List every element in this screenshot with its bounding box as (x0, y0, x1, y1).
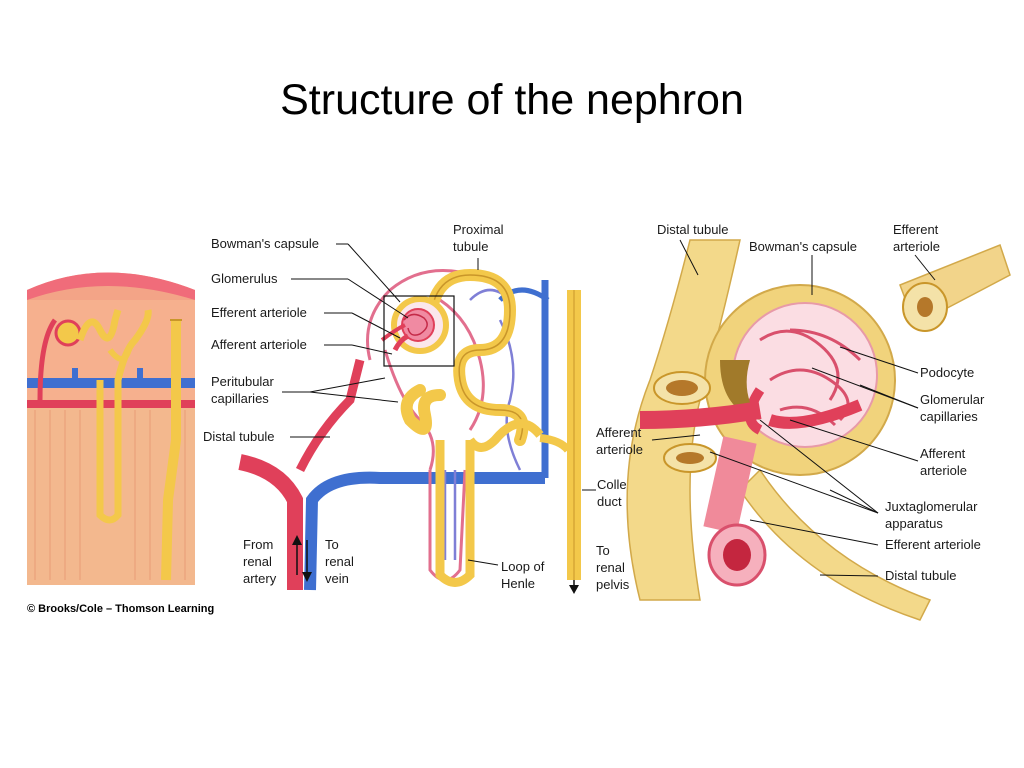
label-bowmans-capsule: Bowman's capsule (211, 236, 319, 251)
label-proximal-line1: Proximal (453, 222, 504, 237)
detail-labels: Distal tubule Bowman's capsule Efferent … (596, 222, 985, 583)
label-detail-glomerular-line2: capillaries (920, 409, 978, 424)
detail-leader-lines (651, 239, 936, 577)
middle-leader-lines (282, 243, 596, 566)
label-to-vein-line3: vein (325, 571, 349, 586)
label-collecting-line2: duct (597, 494, 622, 509)
label-detail-bowmans-capsule: Bowman's capsule (749, 239, 857, 254)
label-detail-afferent-left-line2: arteriole (596, 442, 643, 457)
label-to-vein-line1: To (325, 537, 339, 552)
label-detail-juxta-line2: apparatus (885, 516, 943, 531)
label-detail-efferent-top-line2: arteriole (893, 239, 940, 254)
nephron-illustration (238, 268, 581, 594)
label-detail-distal-tubule-top: Distal tubule (657, 222, 729, 237)
label-to-vein-line2: renal (325, 554, 354, 569)
glomerulus-detail-illustration (626, 239, 1011, 621)
middle-labels: Bowman's capsule Glomerulus Efferent art… (203, 222, 654, 592)
label-pelvis-line1: To (596, 543, 610, 558)
label-proximal-line2: tubule (453, 239, 488, 254)
label-peritubular-line1: Peritubular (211, 374, 275, 389)
credit-text: © Brooks/Cole – Thomson Learning (27, 603, 214, 615)
label-detail-afferent-right-line1: Afferent (920, 446, 966, 461)
label-from-line1: From (243, 537, 273, 552)
label-detail-distal-tubule-bottom: Distal tubule (885, 568, 957, 583)
page-title: Structure of the nephron (280, 76, 744, 124)
label-detail-efferent-top-line1: Efferent (893, 222, 939, 237)
label-efferent-arteriole: Efferent arteriole (211, 305, 307, 320)
label-glomerulus: Glomerulus (211, 271, 278, 286)
label-from-line2: renal (243, 554, 272, 569)
label-loop-line1: Loop of (501, 559, 545, 574)
label-detail-efferent-bottom: Efferent arteriole (885, 537, 981, 552)
label-detail-afferent-right-line2: arteriole (920, 463, 967, 478)
label-pelvis-line2: renal (596, 560, 625, 575)
label-detail-juxta-line1: Juxtaglomerular (885, 499, 978, 514)
label-detail-afferent-left-line1: Afferent (596, 425, 642, 440)
label-loop-line2: Henle (501, 576, 535, 591)
label-distal-tubule: Distal tubule (203, 429, 275, 444)
kidney-section-illustration (27, 272, 195, 585)
label-afferent-arteriole: Afferent arteriole (211, 337, 307, 352)
label-detail-glomerular-line1: Glomerular (920, 392, 985, 407)
label-from-line3: artery (243, 571, 277, 586)
label-pelvis-line3: pelvis (596, 577, 630, 592)
label-detail-podocyte: Podocyte (920, 365, 974, 380)
label-peritubular-line2: capillaries (211, 391, 269, 406)
